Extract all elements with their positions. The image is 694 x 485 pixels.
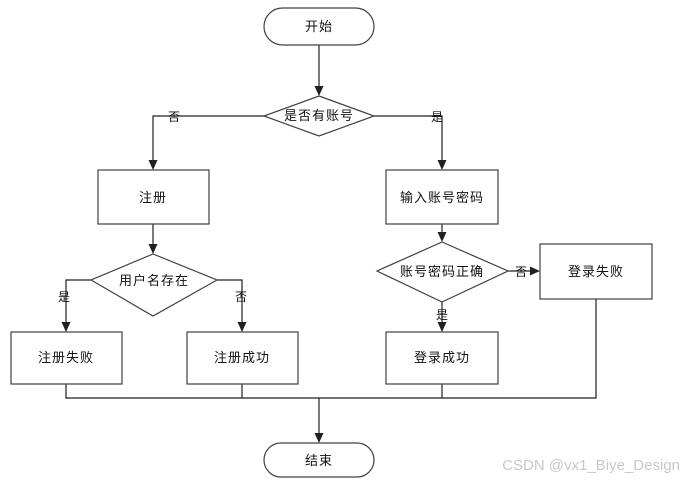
decision-credentials-correct: 账号密码正确 bbox=[375, 241, 510, 303]
edge-label-creds-no: 否 bbox=[515, 265, 527, 279]
node-input-credentials-label: 输入账号密码 bbox=[400, 190, 484, 206]
arrow-to-creds-decision bbox=[437, 232, 447, 242]
arrow-to-register bbox=[148, 160, 158, 170]
arrow-to-register-success bbox=[237, 322, 247, 332]
connectors bbox=[65, 45, 597, 433]
decision-username-exists-label: 用户名存在 bbox=[119, 273, 189, 289]
node-end: 结束 bbox=[263, 442, 375, 478]
node-register: 注册 bbox=[97, 169, 210, 225]
arrow-to-username-decision bbox=[148, 244, 158, 254]
arrow-to-register-failed bbox=[61, 322, 71, 332]
node-register-success-label: 注册成功 bbox=[214, 351, 270, 366]
arrow-to-login-failed bbox=[530, 266, 540, 276]
arrow-to-decision bbox=[314, 86, 324, 96]
arrow-to-input bbox=[437, 160, 447, 170]
edge-label-username-yes: 是 bbox=[58, 290, 70, 304]
node-register-failed-label: 注册失败 bbox=[38, 351, 94, 366]
node-input-credentials: 输入账号密码 bbox=[385, 169, 499, 225]
node-login-success: 登录成功 bbox=[385, 331, 499, 385]
decision-has-account-label: 是否有账号 bbox=[284, 109, 354, 124]
node-start: 开始 bbox=[263, 7, 375, 46]
edge-label-creds-yes: 是 bbox=[436, 308, 448, 322]
node-login-failed: 登录失败 bbox=[539, 243, 653, 300]
edge-labels: 否 是 是 否 否 是 bbox=[58, 110, 527, 322]
watermark-text: CSDN @vx1_Biye_Design bbox=[502, 457, 680, 474]
edge-label-no-account: 否 bbox=[168, 110, 180, 124]
node-login-success-label: 登录成功 bbox=[414, 351, 470, 366]
node-register-label: 注册 bbox=[139, 191, 167, 206]
arrow-heads bbox=[61, 86, 540, 443]
line-merge-bottom bbox=[65, 299, 597, 399]
decision-has-account: 是否有账号 bbox=[262, 95, 376, 137]
arrow-to-login-success bbox=[437, 322, 447, 332]
node-register-failed: 注册失败 bbox=[10, 331, 123, 385]
line-yes-account bbox=[374, 115, 443, 160]
arrow-to-end bbox=[314, 433, 324, 443]
decision-credentials-correct-label: 账号密码正确 bbox=[400, 264, 484, 280]
edge-label-yes-account: 是 bbox=[431, 110, 443, 124]
line-username-no bbox=[217, 279, 243, 322]
line-no-account bbox=[152, 115, 265, 160]
edge-label-username-no: 否 bbox=[235, 290, 247, 304]
decision-username-exists: 用户名存在 bbox=[89, 253, 219, 317]
node-login-failed-label: 登录失败 bbox=[568, 265, 624, 280]
line-username-yes bbox=[65, 279, 91, 322]
node-end-label: 结束 bbox=[305, 454, 333, 469]
node-start-label: 开始 bbox=[305, 20, 333, 35]
node-register-success: 注册成功 bbox=[186, 331, 299, 385]
